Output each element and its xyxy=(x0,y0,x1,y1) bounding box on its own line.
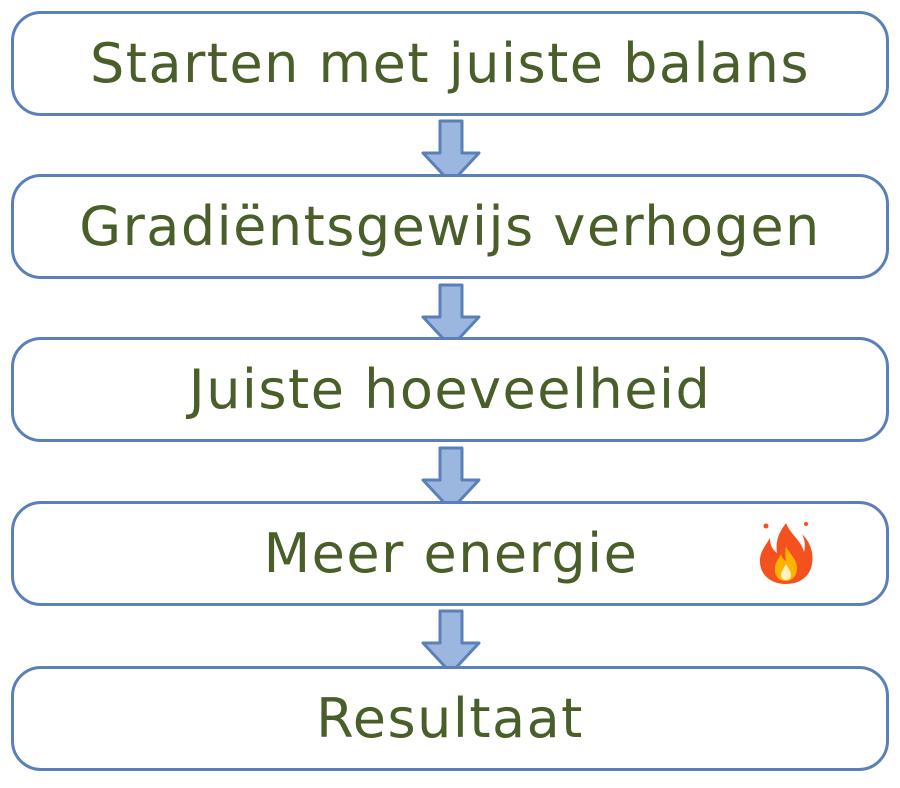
step-box-resultaat: Resultaat xyxy=(11,666,889,771)
step-label: Resultaat xyxy=(316,686,584,750)
step-box-starten: Starten met juiste balans xyxy=(11,11,889,116)
step-box-hoeveelheid: Juiste hoeveelheid xyxy=(11,337,889,442)
step-label: Gradiëntsgewijs verhogen xyxy=(79,194,821,258)
step-box-energie: Meer energie xyxy=(11,501,889,606)
step-label: Meer energie xyxy=(263,521,639,585)
down-arrow-icon xyxy=(421,609,481,675)
down-arrow-icon xyxy=(421,119,481,185)
down-arrow-icon xyxy=(421,283,481,349)
step-label: Juiste hoeveelheid xyxy=(188,357,712,421)
step-label: Starten met juiste balans xyxy=(90,31,810,95)
step-box-verhogen: Gradiëntsgewijs verhogen xyxy=(11,174,889,279)
fire-icon xyxy=(759,522,813,584)
down-arrow-icon xyxy=(421,446,481,512)
